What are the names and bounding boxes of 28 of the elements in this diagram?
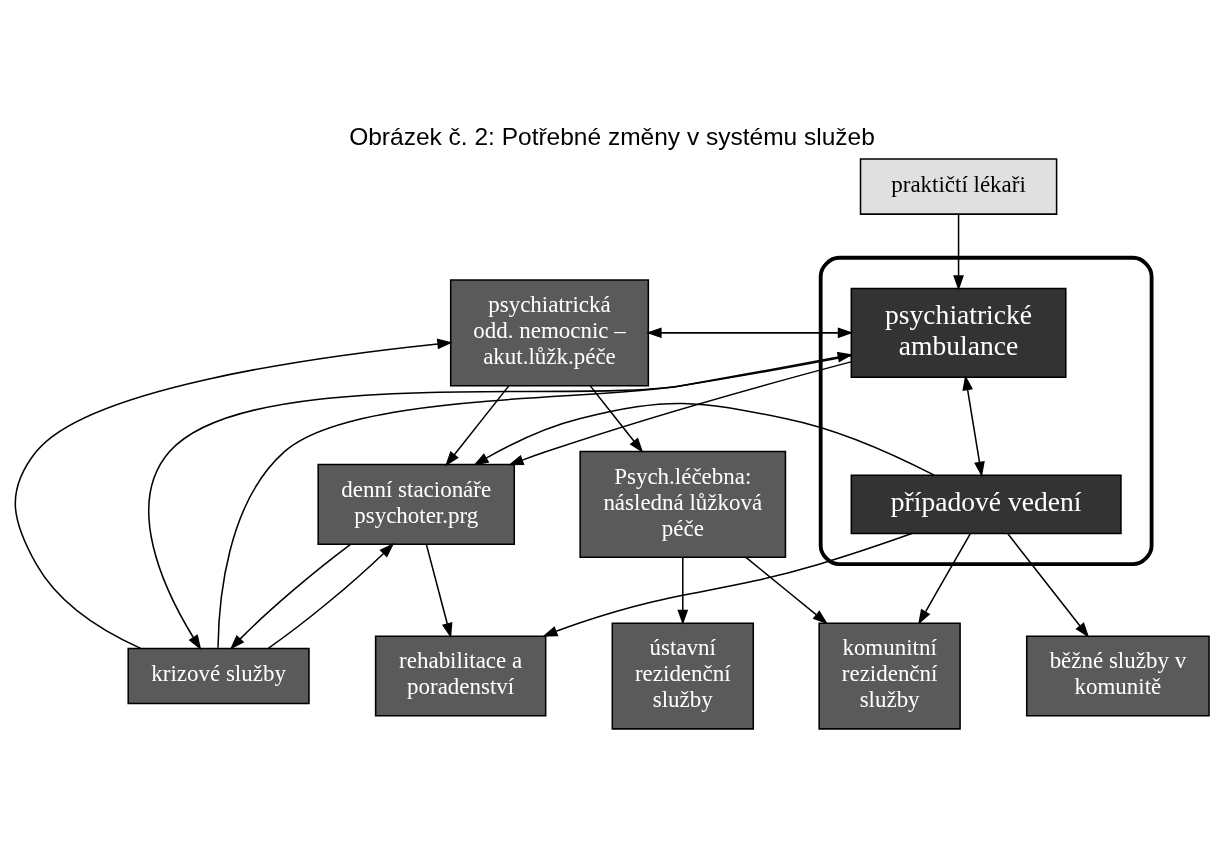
arrow: [953, 213, 964, 291]
node-box: denní stacionáře psychoter.prg: [317, 463, 516, 545]
node-box: Psych.léčebna: následná lůžková péče: [579, 450, 787, 558]
arrow: [508, 360, 852, 465]
node-box: krizové služby: [127, 647, 310, 704]
arrow: [473, 402, 935, 476]
node-box: psychiatrické ambulance: [850, 287, 1067, 378]
arrow: [445, 384, 510, 466]
arrow: [677, 556, 689, 625]
node-box: případové vedení: [850, 474, 1122, 534]
node-box: psychiatrická odd. nemocnic – akut.lůžk.péče: [449, 278, 650, 386]
node-box: rehabilitace a poradenství: [374, 634, 547, 717]
arrow: [918, 532, 971, 625]
cluster: [818, 255, 1154, 566]
arrow: [1007, 532, 1090, 638]
diagram-title: Obrázek č. 2: Potřebné změny v systému služeb: [349, 122, 875, 150]
node-box: ústavní rezidenční služby: [611, 621, 755, 730]
arrow: [962, 374, 985, 477]
arrow: [542, 532, 913, 637]
arrow: [589, 384, 644, 453]
arrow: [267, 542, 395, 649]
arrow: [14, 338, 453, 649]
arrow: [745, 556, 828, 624]
arrow: [425, 543, 453, 638]
node-box: běžné služby v komunitě: [1025, 634, 1210, 717]
node-box: komunitní rezidenční služby: [818, 621, 961, 730]
arrow: [229, 543, 351, 650]
node-box: praktičtí lékaři: [859, 157, 1058, 215]
